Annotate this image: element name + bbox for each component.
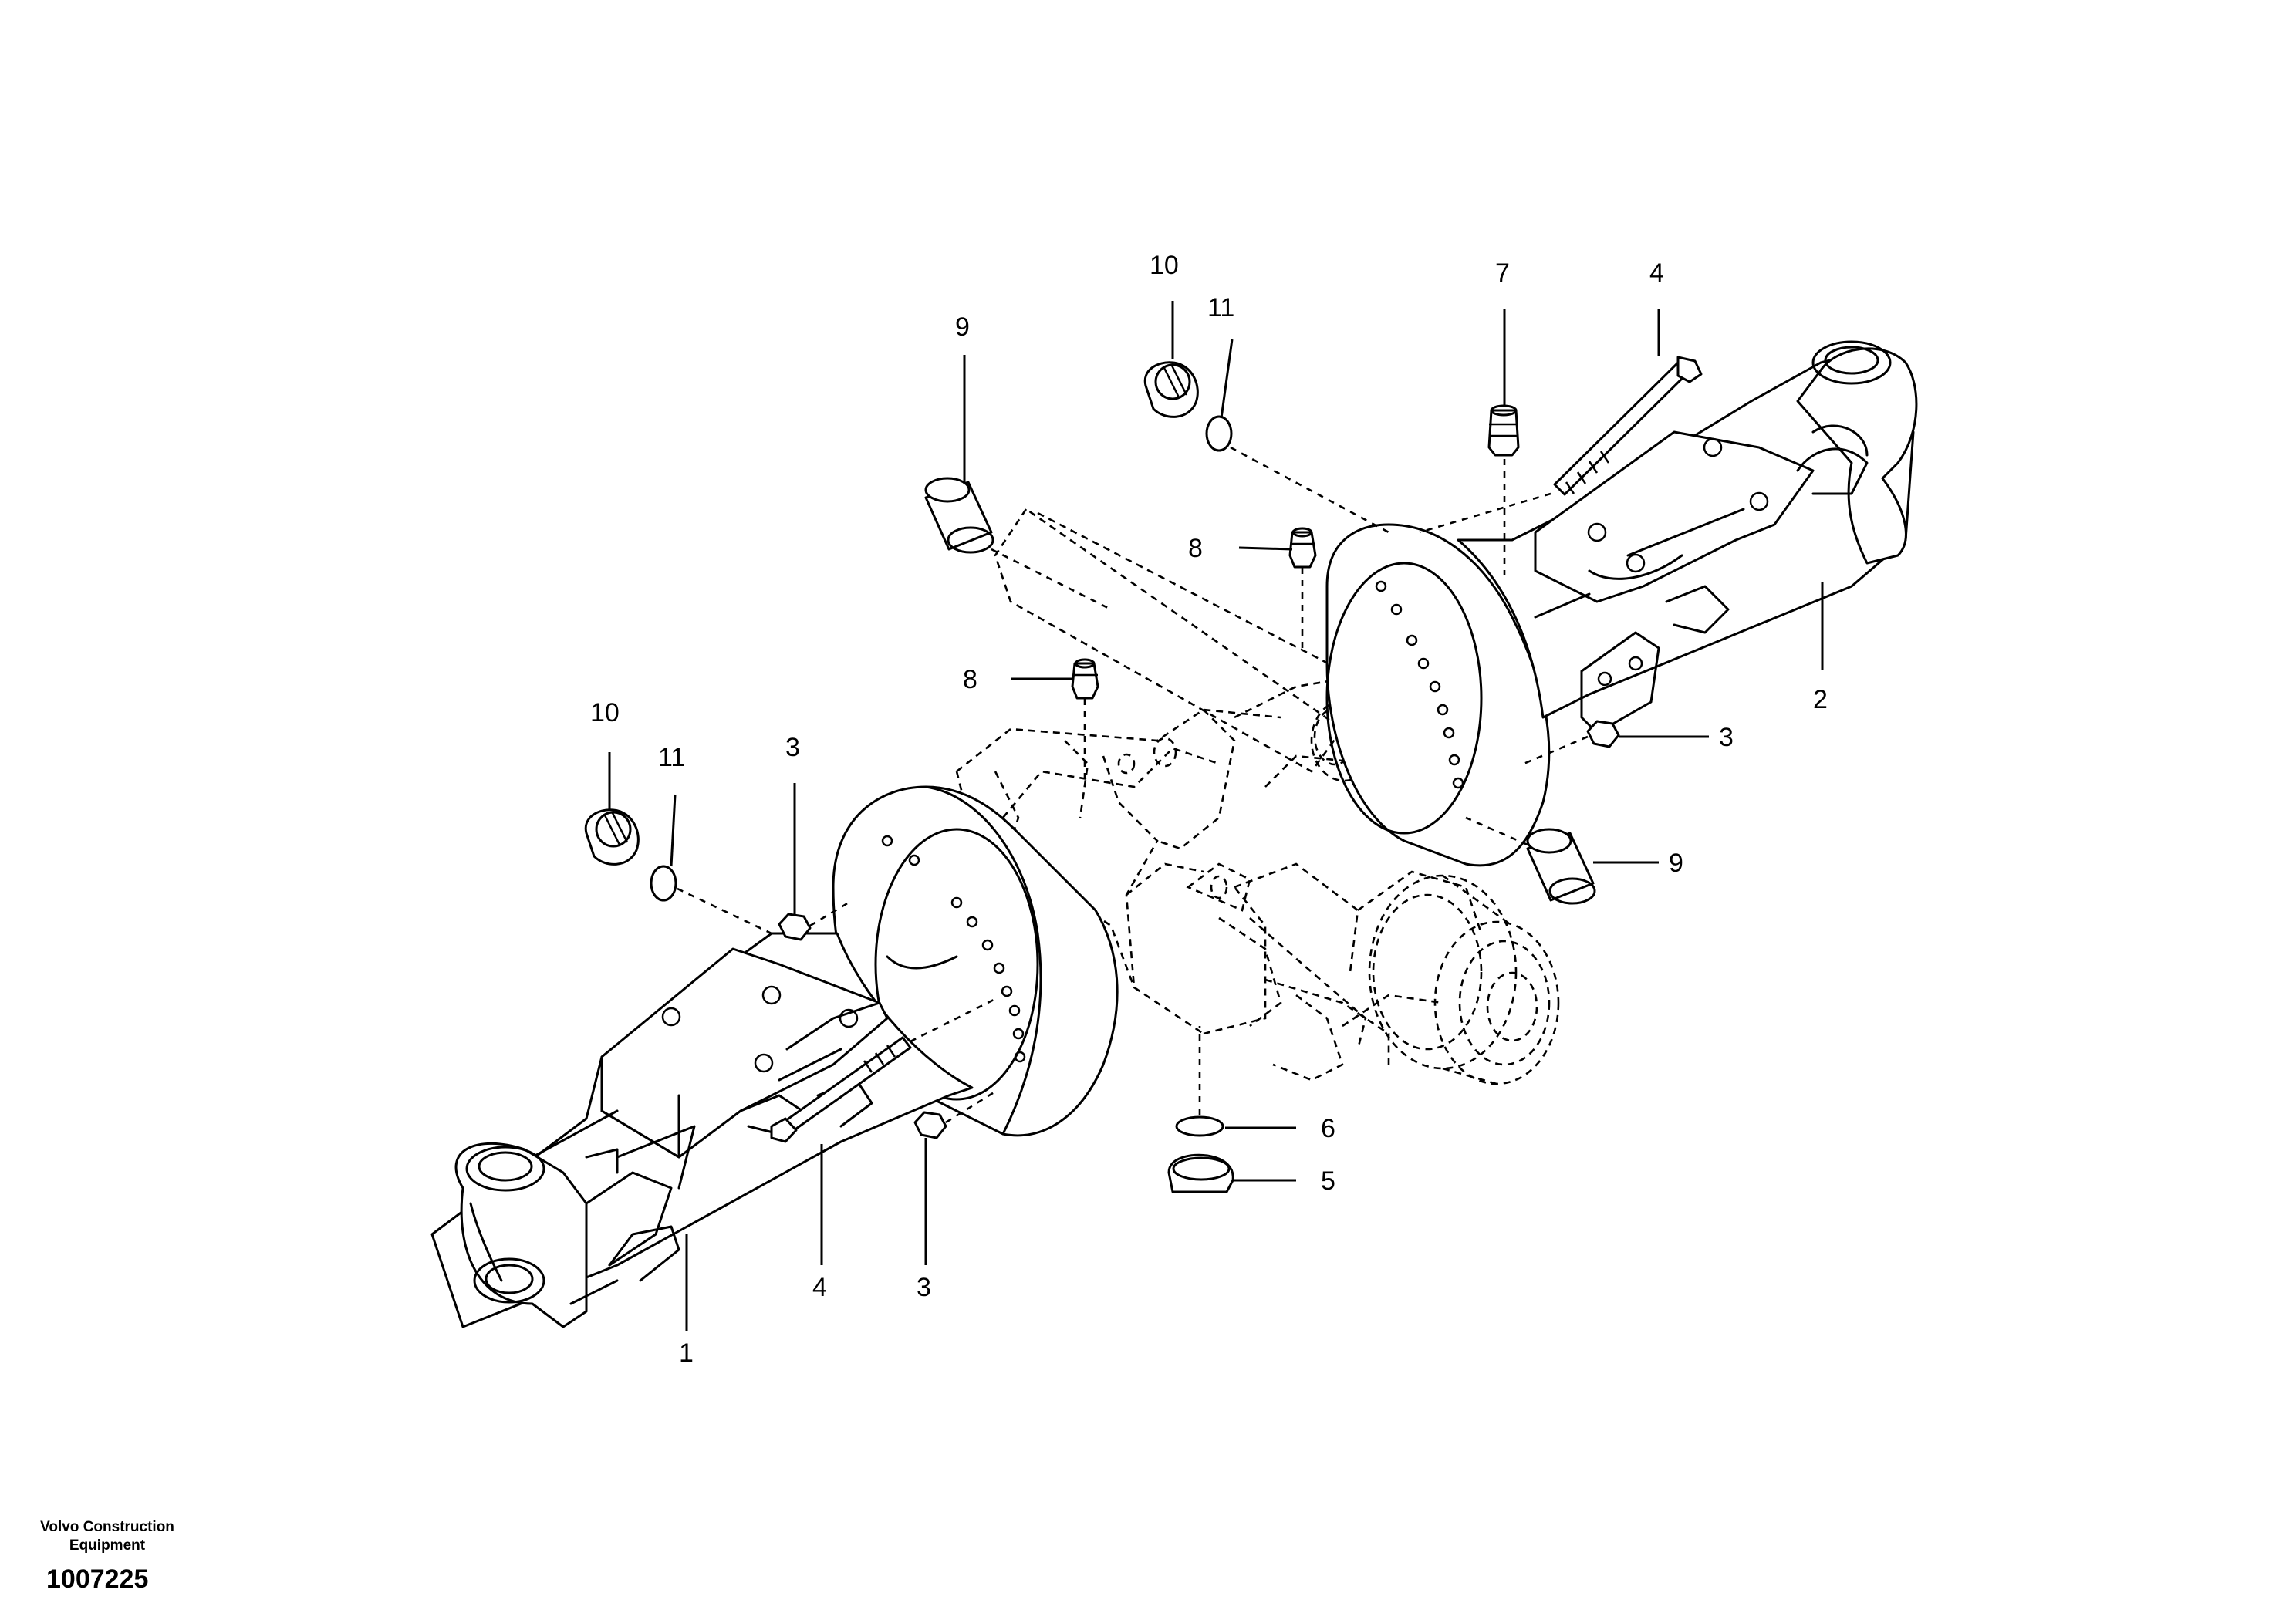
callout-4-upper: 4 (1649, 258, 1664, 288)
callout-9-lower: 9 (1669, 849, 1683, 878)
oring-11-upper (1205, 415, 1233, 452)
callout-10-lower: 10 (590, 698, 620, 727)
plug-10-upper (1143, 361, 1199, 418)
fitting-8-lower (1071, 658, 1099, 700)
plug-10-lower (584, 808, 640, 866)
nut-3-right (1586, 720, 1620, 748)
oring-11-lower (650, 865, 677, 902)
bolt-4-upper (1553, 356, 1703, 496)
callout-3-left: 3 (785, 733, 800, 762)
axle-housing-left (430, 785, 1119, 1328)
callout-6: 6 (1321, 1114, 1335, 1143)
bush-9-lower (1526, 828, 1596, 905)
figure-number: 1007225 (46, 1564, 149, 1594)
callout-11-lower: 11 (658, 743, 685, 772)
plug-5 (1167, 1153, 1234, 1193)
callout-leaders (608, 301, 1824, 1331)
callout-8-lower: 8 (963, 665, 977, 694)
brand-line-2: Equipment (69, 1537, 146, 1554)
breather-7 (1487, 404, 1520, 457)
axle-housing-right (1325, 340, 1918, 867)
bush-9-upper (924, 477, 994, 554)
assembly-lines (677, 446, 1589, 1124)
callout-5: 5 (1321, 1166, 1335, 1196)
callout-3-right: 3 (1719, 723, 1734, 752)
callout-10-upper: 10 (1150, 251, 1179, 280)
nut-3-mid (913, 1111, 947, 1139)
callout-11-upper: 11 (1207, 293, 1234, 322)
flange-bolt-holes-right (1375, 580, 1464, 789)
callout-4-lower: 4 (812, 1273, 827, 1302)
brand-line-1: Volvo Construction (40, 1519, 174, 1535)
callout-9-upper: 9 (955, 312, 970, 342)
callout-2: 2 (1813, 685, 1828, 714)
brand-credit: Volvo Construction Equipment (26, 1518, 188, 1555)
callout-numbers: 10 11 9 7 4 8 8 2 3 9 10 11 3 6 5 4 3 1 (590, 251, 1828, 1368)
callout-1: 1 (679, 1338, 694, 1368)
callout-8-upper: 8 (1188, 534, 1203, 563)
oring-6 (1175, 1115, 1224, 1137)
callout-7: 7 (1495, 258, 1510, 288)
nut-3-left (778, 913, 812, 941)
fitting-8-upper (1288, 527, 1317, 569)
callout-3-mid: 3 (917, 1273, 931, 1302)
flange-bolt-holes-left (881, 835, 1026, 1063)
bolt-4-lower (770, 1036, 912, 1143)
